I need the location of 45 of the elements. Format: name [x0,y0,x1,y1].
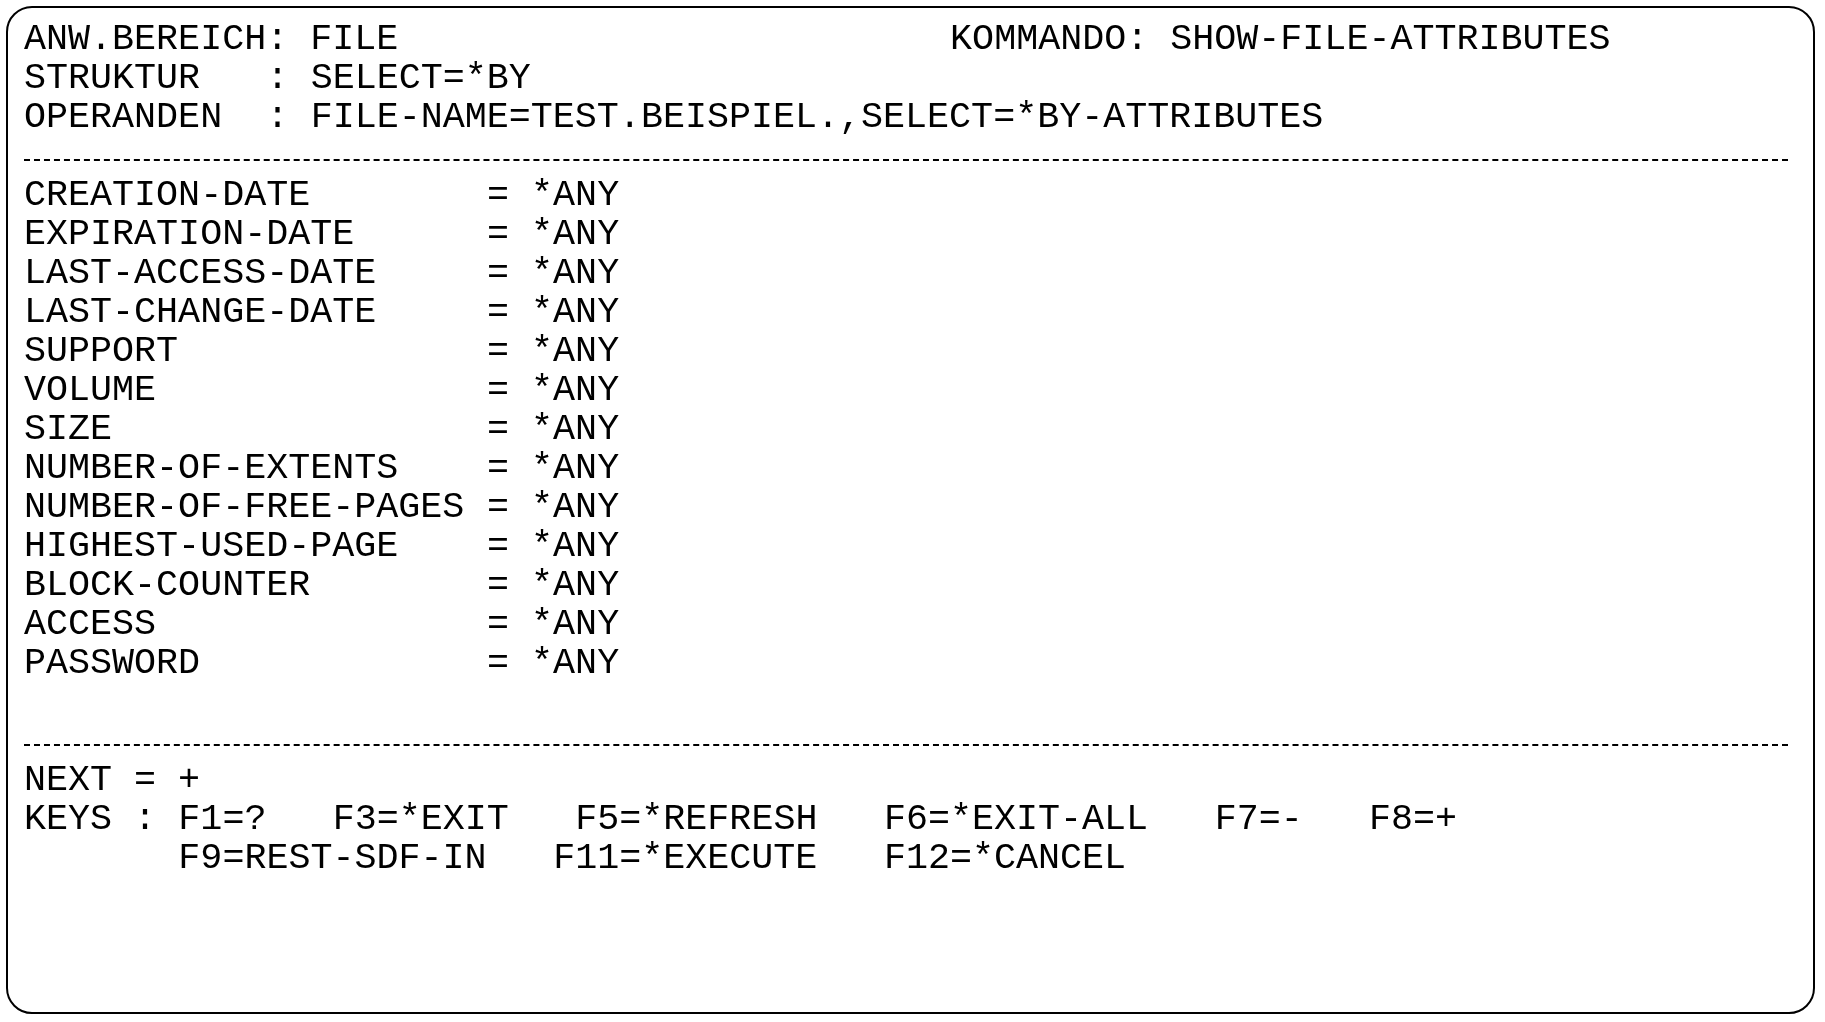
attribute-name: LAST-CHANGE-DATE [24,293,377,332]
attribute-name: LAST-ACCESS-DATE [24,254,377,293]
attribute-value: = *ANY [487,332,620,371]
attribute-name: ACCESS [24,605,157,644]
screen-header-text: ANW.BEREICH: FILE [24,20,399,59]
attribute-name: EXPIRATION-DATE [24,215,355,254]
field-label: STRUKTUR [24,59,201,98]
function-key-label: F5=*REFRESH [575,800,818,839]
attribute-value: = *ANY [487,371,620,410]
keys-label: KEYS : [24,800,157,839]
field-label: OPERANDEN [24,98,223,137]
next-prompt-text: NEXT = + [24,761,201,800]
function-key-label: F3=*EXIT [332,800,509,839]
attribute-name: NUMBER-OF-FREE-PAGES [24,488,465,527]
field-value: SELECT=*BY [310,59,531,98]
function-key-label: F9=REST-SDF-IN [178,839,487,878]
function-key-label: F11=*EXECUTE [553,839,818,878]
function-key-label: F7=- [1214,800,1303,839]
attribute-value: = *ANY [487,215,620,254]
attribute-name: HIGHEST-USED-PAGE [24,527,399,566]
attribute-value: = *ANY [487,527,620,566]
attribute-name: SUPPORT [24,332,179,371]
separator-colon: : [266,98,289,137]
attribute-name: BLOCK-COUNTER [24,566,311,605]
attribute-value: = *ANY [487,293,620,332]
function-key-label: F12=*CANCEL [883,839,1127,878]
attribute-value: = *ANY [487,488,620,527]
attribute-value: = *ANY [487,410,620,449]
function-key-label: F1=? [178,800,267,839]
attribute-value: = *ANY [487,644,620,683]
function-key-label: F8=+ [1369,800,1458,839]
attribute-value: = *ANY [487,254,620,293]
attribute-value: = *ANY [487,176,620,215]
attribute-value: = *ANY [487,566,620,605]
attribute-value: = *ANY [487,605,620,644]
attribute-value: = *ANY [487,449,620,488]
attribute-name: VOLUME [24,371,157,410]
function-key-label: F6=*EXIT-ALL [883,800,1149,839]
attribute-name: CREATION-DATE [24,176,311,215]
separator-colon: : [266,59,289,98]
attribute-name: NUMBER-OF-EXTENTS [24,449,399,488]
attribute-name: SIZE [24,410,113,449]
command-name-text: KOMMANDO: SHOW-FILE-ATTRIBUTES [950,20,1611,59]
field-value: FILE-NAME=TEST.BEISPIEL.,SELECT=*BY-ATTRIBUTES [310,98,1324,137]
attribute-name: PASSWORD [24,644,201,683]
